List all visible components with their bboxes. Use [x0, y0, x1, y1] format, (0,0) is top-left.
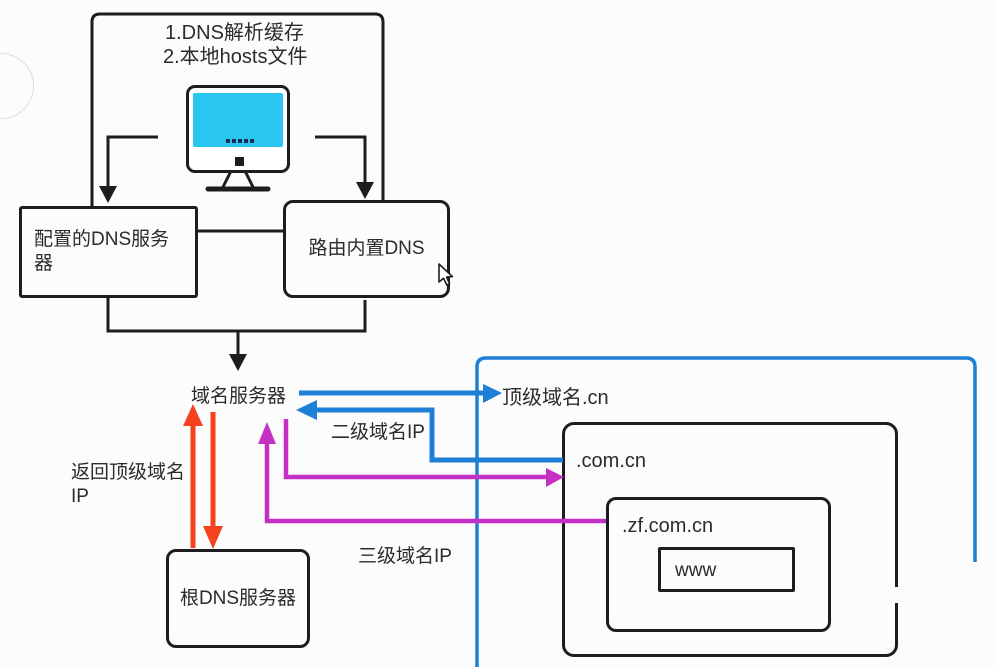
local-cache-line2: 2.本地hosts文件: [163, 46, 308, 68]
magenta-arrow-query-com: [283, 419, 564, 487]
monitor-button: [235, 157, 244, 166]
screen-dot: [226, 139, 230, 143]
screen-dot: [232, 139, 236, 143]
node-com-cn-label: .com.cn: [576, 450, 647, 472]
node-www-label: www: [675, 560, 717, 581]
node-www[interactable]: www: [658, 547, 795, 592]
monitor-stand: [205, 170, 271, 192]
node-root-dns[interactable]: 根DNS服务器: [166, 549, 310, 648]
merge-connector: [106, 298, 367, 333]
blue-arrow-query-tld: [299, 384, 502, 403]
label-tld-cn: 顶级域名.cn: [502, 387, 609, 409]
node-root-dns-label: 根DNS服务器: [179, 587, 297, 609]
node-router-dns-label: 路由内置DNS: [308, 238, 425, 259]
arrow-to-dns-server: [229, 331, 247, 371]
screen-dot: [250, 139, 254, 143]
border-gap: [891, 587, 901, 603]
label-return-tld-ip: 返回顶级域名IP: [71, 462, 186, 507]
red-arrow-down: [203, 412, 223, 549]
local-cache-line1: 1.DNS解析缓存: [165, 22, 304, 44]
screen-dot: [238, 139, 242, 143]
screen-dot: [244, 139, 248, 143]
arrow-to-configured-dns: [99, 135, 158, 203]
arrow-to-router-dns: [315, 135, 374, 199]
node-zf-com-cn-label: .zf.com.cn: [622, 515, 714, 537]
label-second-level-ip: 二级域名IP: [331, 422, 425, 443]
label-dns-server: 域名服务器: [191, 386, 287, 407]
magenta-arrow-return-third-ip: [258, 422, 606, 524]
label-third-level-ip: 三级域名IP: [358, 546, 452, 567]
node-configured-dns[interactable]: 配置的DNS服务器: [19, 206, 198, 298]
node-configured-dns-label: 配置的DNS服务器: [34, 229, 170, 274]
faint-circle-artifact: [0, 53, 34, 119]
node-router-dns[interactable]: 路由内置DNS: [283, 200, 450, 298]
